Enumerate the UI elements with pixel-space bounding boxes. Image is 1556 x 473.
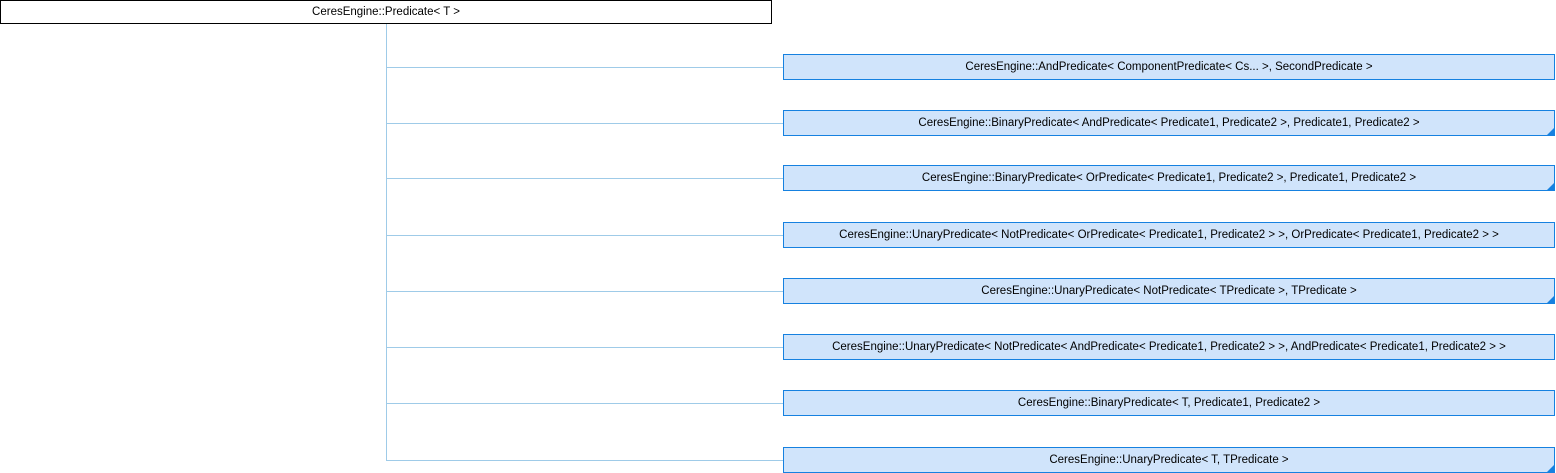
class-node-derived-4[interactable]: CeresEngine::UnaryPredicate< NotPredicat… — [783, 222, 1555, 248]
edge-branch-5 — [386, 291, 783, 292]
node-label: CeresEngine::BinaryPredicate< T, Predica… — [1017, 397, 1321, 409]
node-label: CeresEngine::BinaryPredicate< AndPredica… — [918, 117, 1420, 129]
edge-branch-1 — [386, 67, 783, 68]
class-node-derived-8[interactable]: CeresEngine::UnaryPredicate< T, TPredica… — [783, 447, 1555, 473]
edge-trunk — [386, 24, 387, 460]
node-label: CeresEngine::Predicate< T > — [312, 6, 460, 18]
edge-branch-6 — [386, 347, 783, 348]
node-label: CeresEngine::UnaryPredicate< NotPredicat… — [839, 229, 1499, 241]
edge-branch-8 — [386, 460, 783, 461]
class-node-derived-5[interactable]: CeresEngine::UnaryPredicate< NotPredicat… — [783, 278, 1555, 304]
edge-branch-7 — [386, 403, 783, 404]
node-label: CeresEngine::UnaryPredicate< NotPredicat… — [981, 285, 1357, 297]
class-node-root[interactable]: CeresEngine::Predicate< T > — [0, 0, 772, 24]
class-node-derived-7[interactable]: CeresEngine::BinaryPredicate< T, Predica… — [783, 390, 1555, 416]
node-label: CeresEngine::AndPredicate< ComponentPred… — [965, 61, 1373, 73]
node-label: CeresEngine::UnaryPredicate< NotPredicat… — [832, 341, 1506, 353]
node-label: CeresEngine::UnaryPredicate< T, TPredica… — [1049, 454, 1289, 466]
edge-branch-2 — [386, 123, 783, 124]
class-node-derived-3[interactable]: CeresEngine::BinaryPredicate< OrPredicat… — [783, 165, 1555, 191]
class-node-derived-2[interactable]: CeresEngine::BinaryPredicate< AndPredica… — [783, 110, 1555, 136]
edge-branch-3 — [386, 178, 783, 179]
node-label: CeresEngine::BinaryPredicate< OrPredicat… — [921, 172, 1417, 184]
class-node-derived-1[interactable]: CeresEngine::AndPredicate< ComponentPred… — [783, 54, 1555, 80]
class-node-derived-6[interactable]: CeresEngine::UnaryPredicate< NotPredicat… — [783, 334, 1555, 360]
edge-branch-4 — [386, 235, 783, 236]
